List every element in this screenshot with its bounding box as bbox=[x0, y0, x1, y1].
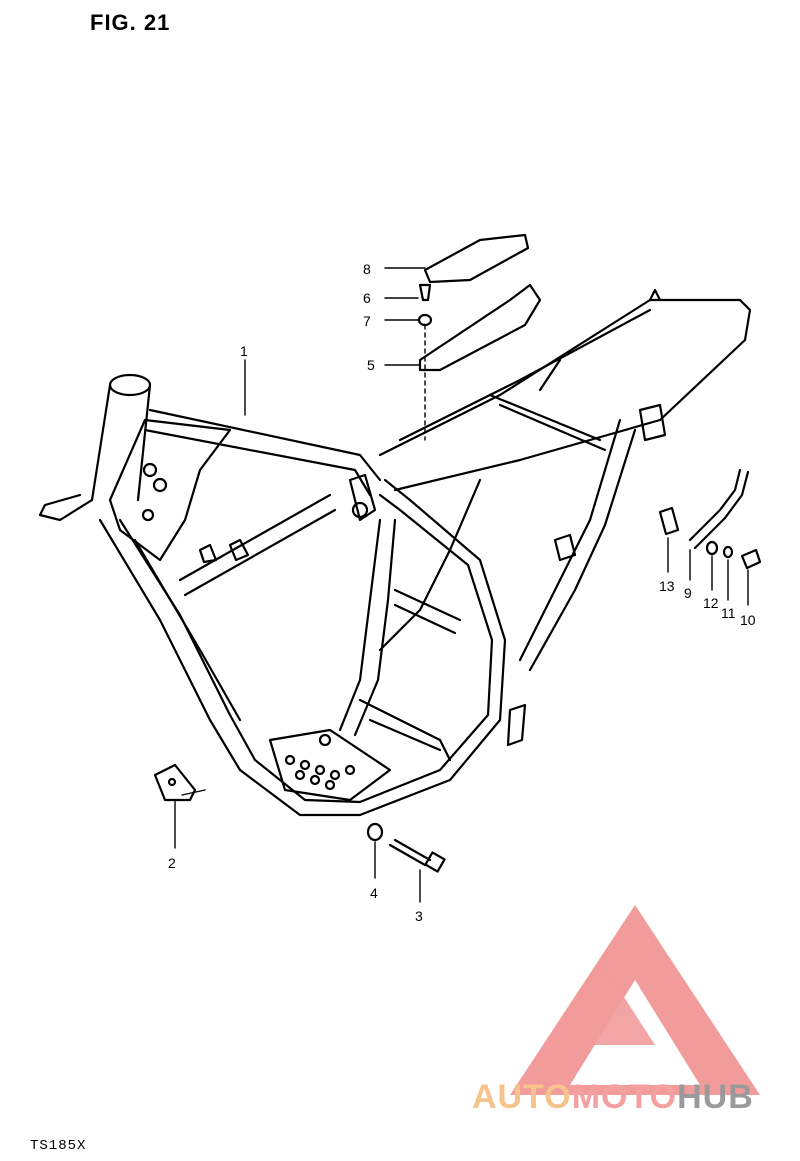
part-3-bolt bbox=[388, 838, 446, 873]
part-8-plate bbox=[423, 233, 530, 284]
part-11-washer bbox=[722, 545, 734, 559]
callout-2: 2 bbox=[168, 855, 176, 871]
watermark-hub: HUB bbox=[677, 1078, 754, 1116]
callout-6: 6 bbox=[363, 290, 371, 306]
part-2-bracket bbox=[153, 763, 197, 802]
cradle-loop bbox=[238, 478, 507, 817]
part-7-washer bbox=[417, 313, 433, 327]
callout-11: 11 bbox=[721, 605, 736, 621]
part-13-clip bbox=[658, 506, 680, 536]
callout-3: 3 bbox=[415, 908, 423, 924]
watermark-text: AUTOMOTOHUB bbox=[472, 1078, 754, 1117]
skid-plate bbox=[268, 728, 392, 802]
callout-8: 8 bbox=[363, 261, 371, 277]
callout-13: 13 bbox=[659, 578, 675, 594]
upper-rail bbox=[378, 298, 752, 492]
part-10-bolt bbox=[740, 548, 762, 570]
part-5-bracket bbox=[418, 283, 542, 372]
watermark-logo bbox=[510, 905, 760, 1095]
callout-1: 1 bbox=[240, 343, 248, 359]
callout-7: 7 bbox=[363, 313, 371, 329]
watermark-moto: MOTO bbox=[571, 1078, 678, 1116]
model-label: TS185X bbox=[30, 1138, 87, 1154]
callout-10: 10 bbox=[740, 612, 756, 628]
callout-4: 4 bbox=[370, 885, 378, 901]
callout-5: 5 bbox=[367, 357, 375, 373]
top-tube bbox=[143, 408, 382, 497]
callout-9: 9 bbox=[684, 585, 692, 601]
part-6-screw bbox=[418, 283, 432, 302]
gusset-plate bbox=[108, 418, 232, 562]
part-4-nut bbox=[366, 822, 384, 842]
part-9-stay bbox=[688, 468, 750, 550]
rear-stays bbox=[378, 418, 637, 672]
down-tubes bbox=[98, 518, 257, 772]
watermark-auto: AUTO bbox=[472, 1078, 572, 1116]
callout-12: 12 bbox=[703, 595, 719, 611]
head-tube bbox=[38, 373, 152, 522]
part-12-washer bbox=[705, 540, 719, 556]
figure-title: FIG. 21 bbox=[90, 10, 171, 35]
